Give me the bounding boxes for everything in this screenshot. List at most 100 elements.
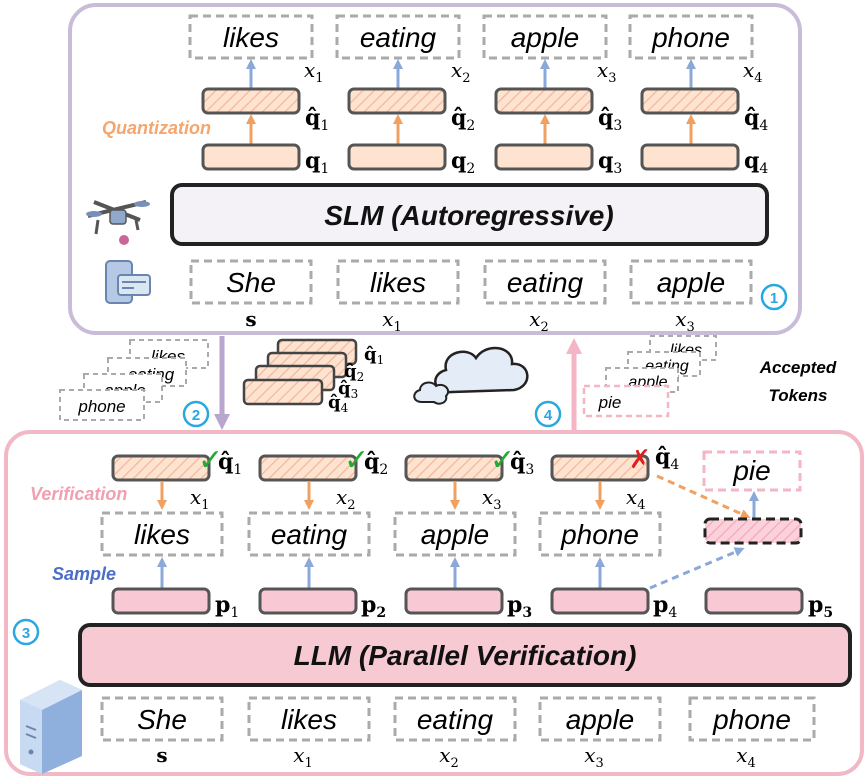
svg-text:3: 3: [22, 625, 30, 642]
slm-qhat-bar-3: [494, 87, 594, 115]
slm-input-token-3: eating x2: [483, 259, 607, 335]
llm-p-bar-5: [704, 587, 804, 615]
slm-input-var-3: x2: [529, 307, 549, 335]
llm-verify-arrows: [157, 474, 751, 519]
llm-input-token-5: phone x4: [688, 696, 816, 771]
slm-qhat-labels: q̂1 q̂2 q̂3 q̂4: [305, 105, 768, 134]
slm-q-bar-3: [494, 143, 594, 171]
llm-title: LLM (Parallel Verification): [294, 640, 637, 671]
llm-qhat-bar-2: [258, 454, 358, 482]
llm-sampled-word-3: apple: [421, 519, 490, 550]
slm-qhat-bar-1: [201, 87, 301, 115]
server-icon: [20, 680, 82, 774]
slm-output-word-4: phone: [651, 22, 730, 53]
llm-verify-var-labels: x1 x2 x3 x4: [190, 485, 646, 513]
llm-qhat-bar-4: [550, 454, 650, 482]
quantization-label: Quantization: [102, 118, 211, 138]
llm-sampled-token-1: likes: [100, 511, 224, 557]
slm-output-word-1: likes: [223, 22, 279, 53]
llm-qhat-bar-3: [404, 454, 504, 482]
check-icon-1: ✓: [198, 443, 223, 478]
check-icon-3: ✓: [490, 443, 515, 478]
phone-card-icon: [105, 260, 151, 304]
slm-input-word-3: eating: [507, 267, 584, 298]
llm-input-token-4: apple x3: [538, 696, 662, 771]
llm-sampled-word-2: eating: [271, 519, 348, 550]
stack-qhat-1: q̂1: [364, 344, 384, 367]
slm-q-bar-4: [640, 143, 740, 171]
slm-title: SLM (Autoregressive): [324, 200, 613, 231]
llm-p-row: [111, 587, 804, 615]
resampled-word: pie: [732, 455, 770, 486]
slm-sample-arrows: [246, 59, 696, 88]
llm-p-bar-4: [550, 587, 650, 615]
llm-input-word-4: apple: [566, 704, 635, 735]
resampled-token: pie: [702, 450, 803, 545]
slm-output-token-4: phone: [628, 14, 754, 60]
llm-input-var-5: x4: [736, 743, 756, 771]
llm-sampled-token-3: apple: [393, 511, 517, 557]
slm-qhat-bar-4: [640, 87, 740, 115]
slm-input-row: She s likes x1 eating x2 apple x3: [189, 259, 753, 335]
reject-icon: ✗: [629, 445, 651, 475]
slm-output-var-1: x1: [304, 58, 324, 86]
slm-input-word-2: likes: [370, 267, 426, 298]
slm-output-var-3: x3: [597, 58, 617, 86]
llm-input-var-4: x3: [584, 743, 604, 771]
llm-sampled-token-4: phone: [538, 511, 662, 557]
llm-input-var-2: x1: [293, 743, 313, 771]
llm-verify-var-2: x2: [336, 485, 356, 513]
slm-output-word-3: apple: [511, 22, 580, 53]
llm-input-var-1: s: [156, 743, 167, 767]
resampled-q-bar: [703, 517, 803, 545]
llm-input-token-1: She s: [100, 696, 224, 767]
slm-output-row: likes eating apple phone: [188, 14, 754, 60]
slm-input-token-1: She s: [189, 259, 313, 331]
verification-label: Verification: [30, 484, 127, 504]
svg-text:1: 1: [770, 290, 778, 307]
slm-input-var-2: x1: [382, 307, 402, 335]
slm-output-var-labels: x1 x2 x3 x4: [304, 58, 763, 86]
slm-q-bar-1: [201, 143, 301, 171]
llm-qhat-row: [111, 454, 650, 482]
step-3-badge: 3: [12, 618, 40, 646]
accepted-tokens-label-line1: Accepted: [759, 358, 837, 377]
slm-input-token-2: likes x1: [336, 259, 460, 335]
llm-sampled-token-2: eating: [247, 511, 371, 557]
llm-qhat-bar-1: [111, 454, 211, 482]
llm-input-token-3: eating x2: [393, 696, 517, 771]
slm-output-token-3: apple: [482, 14, 608, 60]
step-1-badge: 1: [760, 283, 788, 311]
qhat-stack: q̂1 q̂2 q̂3 q̂4: [242, 338, 384, 415]
llm-input-word-5: phone: [712, 704, 791, 735]
sample-label: Sample: [52, 564, 116, 584]
slm-output-word-2: eating: [360, 22, 437, 53]
slm-input-word-4: apple: [657, 267, 726, 298]
llm-sample-arrows: [157, 547, 745, 590]
step-2-badge: 2: [182, 400, 210, 428]
cloud-icon: [413, 346, 529, 405]
llm-input-word-3: eating: [417, 704, 494, 735]
llm-verify-var-1: x1: [190, 485, 210, 513]
slm-quant-arrows: [246, 114, 696, 144]
llm-input-token-2: likes x1: [247, 696, 371, 771]
slm-input-var-1: s: [245, 307, 256, 331]
check-icon-2: ✓: [344, 443, 369, 478]
llm-p-bar-1: [111, 587, 211, 615]
llm-p-bar-3: [404, 587, 504, 615]
llm-block: [78, 623, 852, 687]
step-4-badge: 4: [534, 400, 562, 428]
llm-p-labels: p1 p2 p3 p4 p5: [215, 592, 833, 621]
llm-verify-var-4: x4: [626, 485, 646, 513]
slm-input-token-4: apple x3: [629, 259, 753, 335]
llm-sampled-word-4: phone: [560, 519, 639, 550]
sent-draft-stack: likes eating apple phone: [59, 339, 209, 421]
slm-output-token-1: likes: [188, 14, 314, 60]
accepted-word-4: pie: [598, 393, 622, 412]
slm-qhat-bar-2: [347, 87, 447, 115]
llm-sampled-row: likes eating apple phone: [100, 511, 662, 557]
slm-input-word-1: She: [226, 267, 276, 298]
slm-q-bar-2: [347, 143, 447, 171]
llm-sampled-word-1: likes: [134, 519, 190, 550]
